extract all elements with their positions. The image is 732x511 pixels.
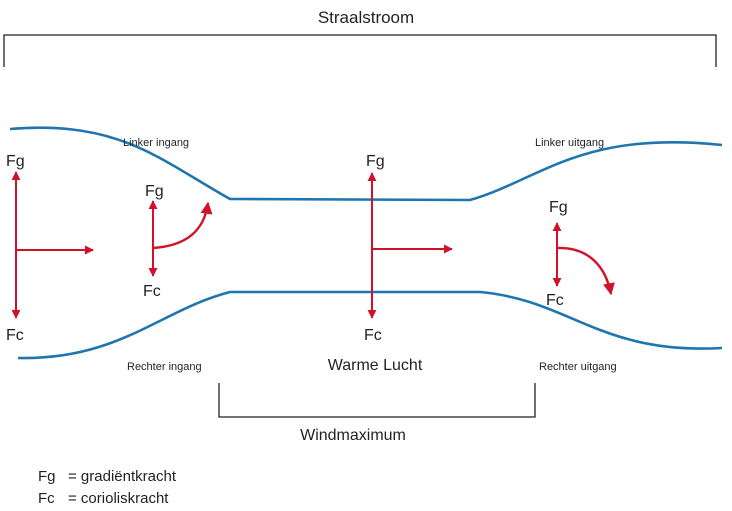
jet-stream-lower-boundary [17,290,723,360]
jet-stream-upper-boundary [9,126,723,202]
force-group-left-balanced: Fg Fc [6,153,94,344]
label-left-entrance: Linker ingang [123,137,189,149]
fc-label: Fc [143,283,161,300]
legend-symbol: Fc [38,490,55,507]
wind-maximum-label: Windmaximum [300,427,406,444]
deflected-wind-arrow [152,201,213,250]
force-group-entrance: Fg Fc [143,183,213,300]
force-group-exit: Fg Fc [546,199,615,309]
legend-symbol: Fg [38,468,56,485]
wind-maximum-bracket [218,383,536,418]
legend-text: = corioliskracht [68,490,169,507]
jet-stream-bracket [3,34,717,67]
diagram-title: Straalstroom [318,8,414,27]
fc-label: Fc [6,327,24,344]
fc-label: Fc [546,292,564,309]
label-right-exit: Rechter uitgang [539,361,617,373]
fg-label: Fg [366,153,385,170]
force-group-center: Fg Fc [364,153,453,344]
label-right-entrance: Rechter ingang [127,361,202,373]
fg-label: Fg [145,183,164,200]
deflected-wind-arrow [556,246,615,296]
legend-text: = gradiëntkracht [68,468,177,485]
fg-label: Fg [6,153,25,170]
fc-label: Fc [364,327,382,344]
fg-label: Fg [549,199,568,216]
legend-item: Fg = gradiëntkracht [38,468,177,485]
legend-item: Fc = corioliskracht [38,490,169,507]
label-left-exit: Linker uitgang [535,137,604,149]
label-warm-air: Warme Lucht [328,357,423,374]
legend: Fg = gradiëntkracht Fc = corioliskracht [38,468,177,507]
